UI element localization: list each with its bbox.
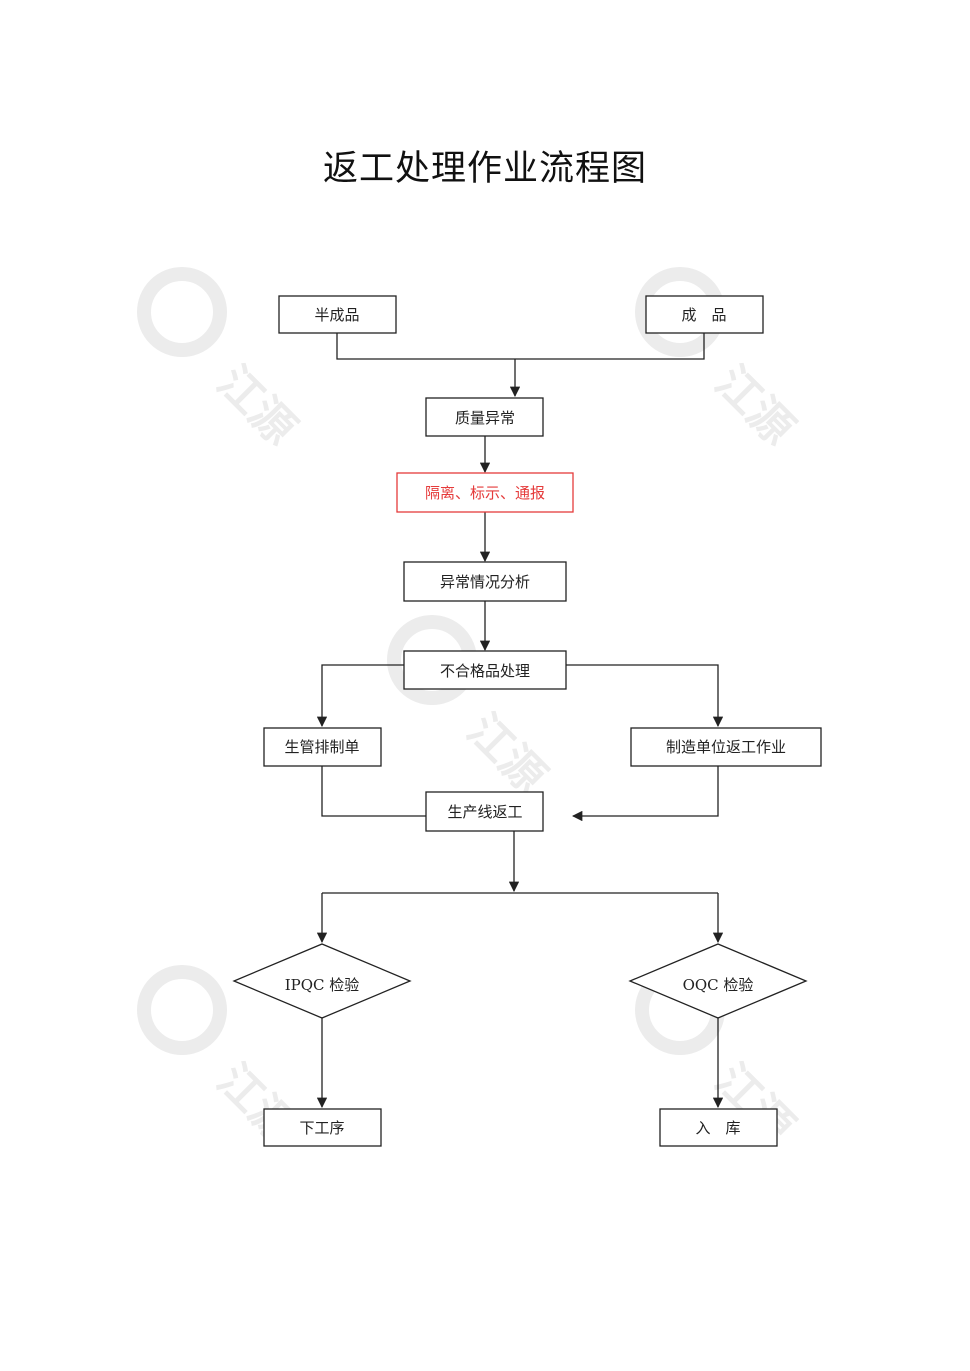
connectors [316,333,724,1109]
node-label: 半成品 [314,306,359,324]
page-title: 返工处理作业流程图 [322,149,647,189]
node-warehouse: 入 库 [659,1108,778,1147]
node-label: 隔离、标示、通报 [425,484,545,502]
node-line-rework: 生产线返工 [425,791,544,832]
watermark-text: 江源 [705,357,803,455]
node-label: 下工序 [299,1119,344,1137]
node-label: 成 品 [681,306,726,324]
node-label: 生产线返工 [447,803,522,821]
node-ipqc-inspection: IPQC 检验 [232,943,412,1019]
node-label: OQC 检验 [683,976,754,994]
node-label: 生管排制单 [284,738,359,756]
node-abnormal-analysis: 异常情况分析 [403,561,567,602]
node-finished: 成 品 [645,295,764,334]
node-label: 入 库 [695,1119,740,1137]
node-label: 不合格品处理 [440,662,530,680]
watermark-text: 江源 [457,705,555,803]
node-next-process: 下工序 [263,1108,382,1147]
node-production-control: 生管排制单 [263,727,382,767]
watermark-text: 江源 [207,357,305,455]
connector-finished-merge [515,333,705,360]
node-nonconforming-handling: 不合格品处理 [403,650,567,690]
node-semi-finished: 半成品 [278,295,397,334]
connector-mfg-to-line-rework [571,766,719,822]
node-mfg-rework: 制造单位返工作业 [630,727,822,767]
node-label: 异常情况分析 [440,573,530,591]
connector-nonconforming-to-mfg [566,664,724,728]
node-label: IPQC 检验 [285,976,360,994]
connector-pc-to-line-rework [321,766,458,822]
watermark-center: 江源 [387,615,556,803]
node-label: 制造单位返工作业 [666,738,786,756]
node-label: 质量异常 [455,409,515,427]
node-quality-abnormal: 质量异常 [425,397,544,437]
node-oqc-inspection: OQC 检验 [628,943,808,1019]
node-isolate-mark-notify: 隔离、标示、通报 [396,472,574,513]
connector-semi-merge [336,333,515,360]
connector-nonconforming-to-pc [316,664,404,728]
